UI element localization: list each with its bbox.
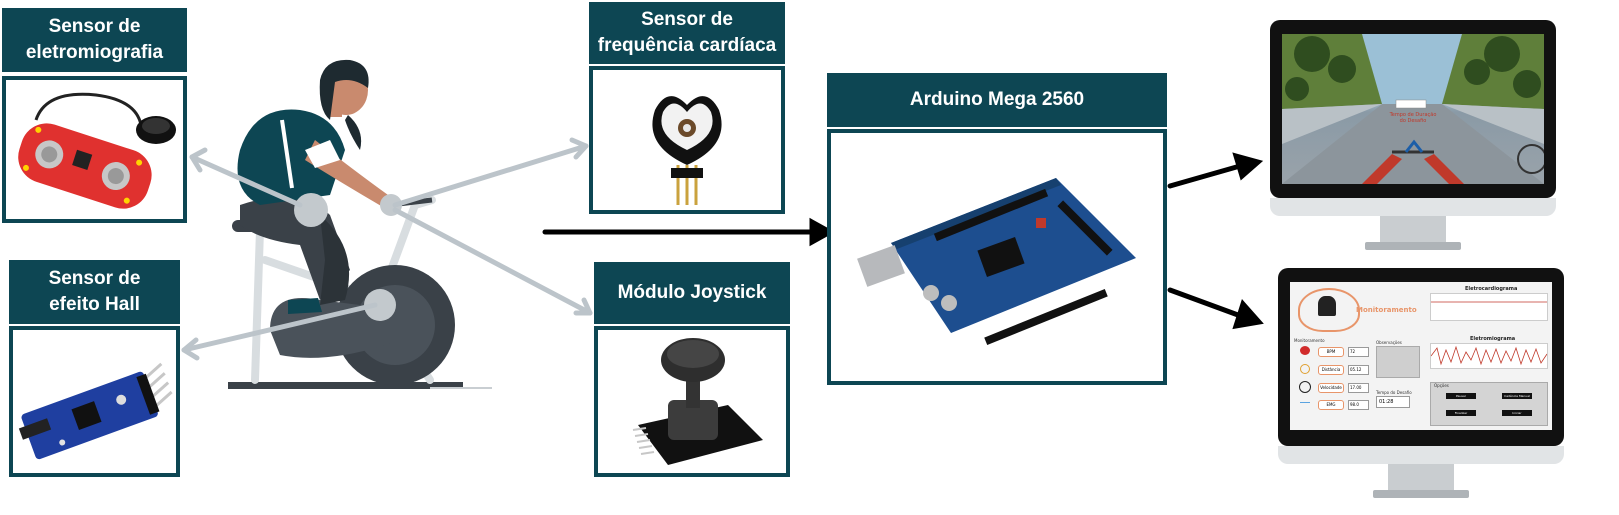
monitor-top: Tempo de Duração do Desafio — [1270, 20, 1556, 252]
hall-sensor-frame — [9, 326, 180, 477]
joystick-image — [632, 338, 763, 465]
options-label: Opções — [1434, 383, 1449, 388]
joystick-card: Módulo Joystick — [594, 262, 790, 477]
observations-box[interactable] — [1376, 346, 1420, 378]
metric-bpm-value: 72 — [1348, 347, 1369, 357]
monitor-top-chin — [1270, 198, 1556, 216]
arduino-title: Arduino Mega 2560 — [827, 73, 1167, 127]
heart-sensor-title: Sensor de frequência cardíaca — [589, 2, 785, 64]
arrow-to-monitor-bottom — [1167, 287, 1241, 318]
time-value: 01:28 — [1376, 396, 1410, 408]
metric-bpm-label: BPM — [1318, 347, 1344, 357]
emg-sensor-title: Sensor de eletromiografia — [2, 8, 187, 72]
heart-sensor-frame — [589, 66, 785, 214]
monitor-bottom: Monitoramento Eletrocardiograma Eletromi… — [1278, 268, 1564, 500]
heart-sensor-image — [652, 96, 722, 205]
emg-chart — [1430, 343, 1548, 369]
game-sign-text: Tempo de Duração do Desafio — [1389, 112, 1437, 124]
distance-metric-icon — [1300, 364, 1310, 374]
joystick-title: Módulo Joystick — [594, 262, 790, 324]
monitor-bottom-screen: Monitoramento Eletrocardiograma Eletromi… — [1290, 282, 1552, 430]
arrow-to-emg — [189, 154, 303, 208]
game-scene — [1282, 34, 1544, 184]
options-panel — [1430, 382, 1548, 426]
monitor-bottom-chin — [1278, 446, 1564, 464]
arrow-to-joystick — [392, 207, 593, 316]
monitor-top-foot — [1365, 242, 1461, 250]
app-logo — [1298, 288, 1360, 332]
metric-emg-value: 98.0 — [1348, 400, 1369, 410]
arrow-to-monitor-top — [1167, 163, 1243, 189]
emg-metric-icon — [1300, 402, 1310, 407]
monitoring-section-label: Monitoramento — [1294, 338, 1325, 343]
finish-button[interactable]: Finalizar — [1446, 410, 1476, 416]
app-name: Monitoramento — [1356, 306, 1417, 314]
monitor-bottom-neck — [1388, 464, 1454, 490]
arduino-card: Arduino Mega 2560 — [827, 73, 1167, 385]
metric-speed-value: 17.00 — [1348, 383, 1369, 393]
arrow-to-heart — [392, 143, 589, 208]
metric-speed-label: Velocidade — [1318, 383, 1344, 393]
start-button[interactable]: Iniciar — [1502, 410, 1532, 416]
metric-emg-label: EMG — [1318, 400, 1344, 410]
ecg-chart — [1430, 293, 1548, 321]
metric-distance-label: Distância — [1318, 365, 1344, 375]
observations-label: Observações — [1376, 340, 1402, 345]
ecg-title: Eletrocardiograma — [1465, 286, 1518, 292]
speed-metric-icon — [1299, 381, 1311, 393]
monitor-bottom-foot — [1373, 490, 1469, 498]
app-logo-cyclist-icon — [1318, 296, 1336, 316]
hall-sensor-title: Sensor de efeito Hall — [9, 260, 180, 324]
time-label: Tempo do Desafio — [1376, 390, 1412, 395]
emg-chart-title: Eletromiograma — [1470, 336, 1516, 342]
hall-sensor-card: Sensor de efeito Hall — [9, 260, 180, 477]
arduino-frame — [827, 129, 1167, 385]
emg-sensor-frame — [2, 76, 187, 223]
emg-sensor-image — [18, 92, 176, 209]
joystick-frame — [594, 326, 790, 477]
arduino-board-image — [857, 178, 1136, 346]
metric-distance-value: 05.12 — [1348, 365, 1369, 375]
monitor-top-neck — [1380, 216, 1446, 242]
manual-cadence-button[interactable]: Cadência Manual — [1502, 393, 1532, 399]
heart-sensor-card: Sensor de frequência cardíaca — [589, 2, 785, 214]
heart-metric-icon — [1300, 346, 1310, 355]
emg-sensor-card: Sensor de eletromiografia — [2, 8, 187, 223]
monitor-top-screen: Tempo de Duração do Desafio — [1282, 34, 1544, 184]
pause-button[interactable]: Pausar — [1446, 393, 1476, 399]
hall-sensor-image — [18, 362, 173, 460]
arrow-to-hall — [181, 302, 378, 353]
